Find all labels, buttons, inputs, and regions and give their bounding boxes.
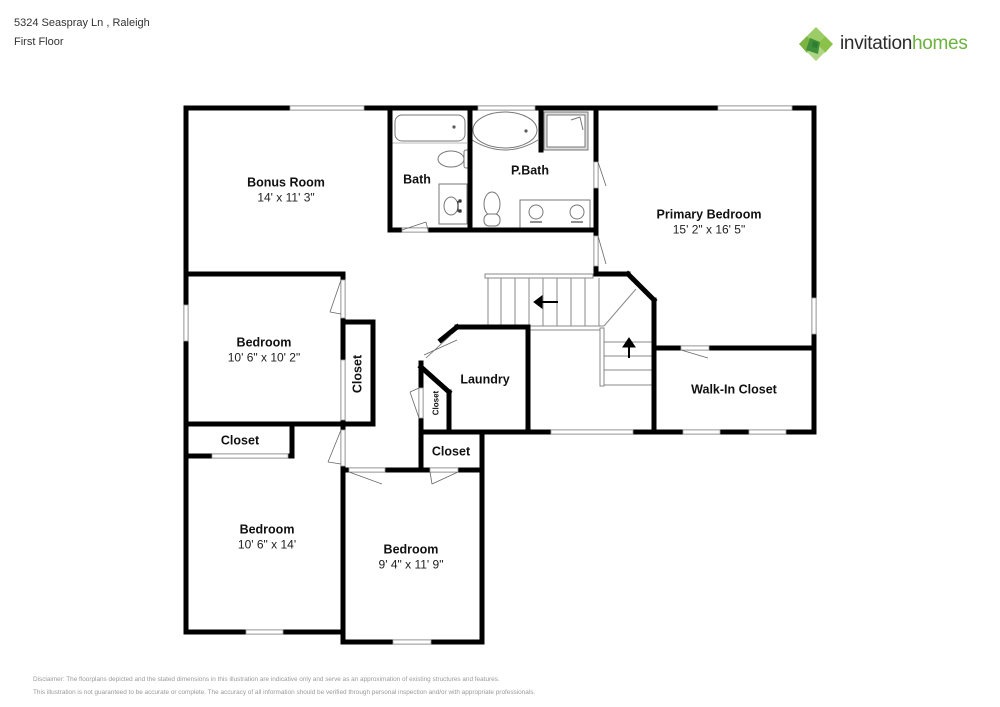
floor-label: First Floor [14,36,64,48]
room-dimensions: 10' 6" x 10' 2" [227,350,301,365]
doors [211,161,710,485]
room-label-p-bath: P.Bath [511,164,549,179]
room-name: Closet [220,433,260,448]
stairs [484,273,652,387]
room-label-closet-bedroom-1: Closet [351,355,366,393]
room-label-closet-small: Closet [429,391,444,415]
room-dimensions: 14' x 11' 3" [257,190,315,205]
room-label-walk-in-closet: Walk-In Closet [691,383,777,398]
address-text: 5324 Seaspray Ln , Raleigh [14,17,150,29]
room-name: Bonus Room [247,175,325,190]
brand-name: invitationhomes [840,33,968,54]
room-name: Closet [350,354,365,394]
room-name: Laundry [460,372,510,387]
room-dimensions: 9' 4" x 11' 9" [378,557,444,572]
room-name: Bedroom [239,522,295,537]
disclaimer: Disclaimer: The floorplans depicted and … [33,673,535,699]
room-name: P.Bath [511,163,549,178]
room-dimensions: 15' 2" x 16' 5" [672,222,746,237]
green-diamond-cluster-icon [799,27,833,61]
room-label-closet-hall: Closet [432,445,470,460]
room-label-laundry: Laundry [460,373,509,388]
room-name: Walk-In Closet [691,382,777,397]
windows [183,105,817,645]
disclaimer-line-2: This illustration is not guaranteed to b… [33,689,536,696]
room-label-bath: Bath [403,173,431,188]
fixtures [392,111,591,229]
room-name: Bedroom [383,542,439,557]
stair-arrows [533,295,636,358]
room-name: Closet [431,390,441,416]
room-name: Bedroom [236,335,292,350]
room-label-closet-bedroom-2: Closet [221,434,259,449]
brand-logo: invitationhomes [798,26,968,62]
listing-header: 5324 Seaspray Ln , Raleigh First Floor [14,14,150,52]
room-name: Closet [431,444,471,459]
room-name: Primary Bedroom [656,207,762,222]
room-dimensions: 10' 6" x 14' [237,537,297,552]
room-name: Bath [403,172,431,187]
disclaimer-line-1: Disclaimer: The floorplans depicted and … [33,676,500,683]
